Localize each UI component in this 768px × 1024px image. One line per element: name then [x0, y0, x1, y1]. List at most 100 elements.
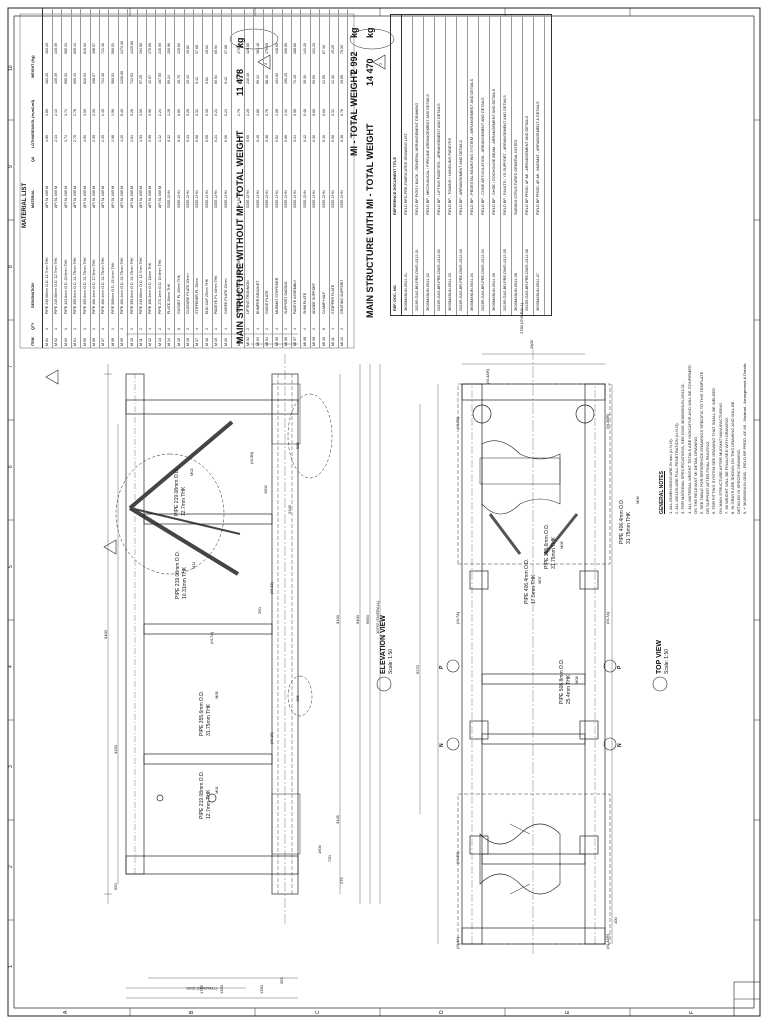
material-list-material: S355 J2+N [167, 190, 172, 208]
material-list-item: M 02 [54, 338, 59, 346]
col-designation: DESIGNATION [31, 283, 35, 308]
item-tag: (M-3BR) [605, 413, 610, 429]
col-material: MATERIAL [31, 189, 35, 208]
material-list-qty: 2 [204, 328, 209, 330]
top-view-title: TOP VIEW [656, 640, 663, 674]
item-tag: (M-7A) [209, 631, 214, 644]
reference-doc-number: 3K00MXNUN-0541-06 [514, 273, 518, 311]
dimension: 10792 (OVERALL) [375, 600, 380, 634]
material-list-wt-unit: 107.50 [157, 73, 162, 84]
item-tag: (M-4A) [455, 936, 460, 949]
material-list-len-unit: 2.13 [54, 135, 59, 142]
item-tag: (M-13) [269, 582, 274, 594]
material-list-len-unit: 0.10 [176, 135, 181, 142]
material-list-wt-unit: 15.70 [176, 75, 181, 84]
material-list-material: S355 J2+N [204, 190, 209, 208]
revision-number: 2 [378, 62, 383, 65]
pipe-label: 12.7mm THK [206, 789, 212, 819]
material-list-qty: 2 [265, 328, 270, 330]
general-note: DETAILED IN SPECIFIC DRAWING. [736, 448, 742, 514]
material-list-qty: 1 [63, 328, 68, 330]
material-list-qty: 1 [73, 328, 78, 330]
ref-title-header: REFERENCE DOCUMENT TITLE [393, 156, 397, 215]
item-tag: (M-3B) [455, 416, 460, 429]
material-list-wt-total: 200.96 [167, 43, 172, 54]
dimension: 2345 [287, 505, 292, 514]
material-list-len-unit: 1.12 [157, 135, 162, 142]
material-list-qty: 1 [92, 328, 96, 330]
col-weight: WEIGHT (Kg) [31, 55, 35, 78]
item-box: M05 [214, 691, 219, 699]
material-list-material: API 5L X65 M [82, 185, 87, 208]
material-list-qty: 1 [45, 328, 49, 330]
material-list-len-unit: 0.21 [214, 135, 219, 142]
reference-doc-number: 2023R-GAS-BR-PRE-DWG-4312-05 [503, 249, 507, 311]
material-list-item: MI 11 [331, 337, 335, 346]
material-list-item: M 11 [139, 338, 143, 346]
material-list-item: MI 06 [284, 337, 288, 346]
material-list-len-total: 2.45 [101, 109, 106, 116]
reference-doc-title: FIELD BP - FAULTS / YS SUPPORT - ARRANGE… [503, 95, 507, 215]
general-note: 7. MI WEIGHT WILL BE FINALISED WITH DRAW… [723, 416, 729, 514]
pipe-label: PIPE 219.08mm O.D. [175, 550, 181, 599]
material-list-material: S355 J2+N [274, 190, 279, 208]
material-list-wt-unit: 88.40 [265, 75, 270, 84]
dimension: 9400 [103, 630, 108, 639]
material-list-qty: 4 [167, 328, 172, 330]
material-list-qty: 1 [101, 328, 106, 330]
material-list-wt-total: 65.94 [214, 45, 219, 54]
material-list-item: MI 09 [312, 337, 317, 346]
dimension: 585 [295, 442, 300, 449]
material-list-len-unit: 0.30 [312, 135, 317, 142]
dimension: 9950 [365, 615, 370, 624]
material-list-len-total: 0.80 [176, 109, 181, 116]
material-list-item: M 12 [148, 338, 153, 346]
material-list-item: M 10 [129, 338, 134, 346]
material-list-len-unit: 0.52 [274, 135, 279, 142]
material-list-material: S355 J2+N [176, 190, 181, 208]
material-list-len-unit: 0.13 [186, 135, 190, 142]
material-list-len-total: 8.40 [120, 109, 125, 116]
material-list-material: API 5L X65 M [129, 185, 134, 208]
zone-label: 9 [8, 165, 14, 168]
material-list-len-total: 2.24 [157, 109, 162, 116]
material-list-wt-unit: 50.24 [167, 75, 172, 84]
reference-doc-title: FIELD BP PIGGY BACK - GENERAL ARRANGEMEN… [415, 102, 419, 215]
material-list-len-total: 2.78 [73, 109, 78, 116]
material-list-wt-unit: 39.65 [340, 75, 345, 84]
material-list-item: M 14 [167, 338, 172, 346]
pipe-label: 31.75mm THK [626, 511, 632, 544]
section-marker-label: N [439, 743, 445, 747]
col-qa: QA [31, 156, 35, 162]
reference-doc-number: 3K00MXNUN-0541-01 [404, 273, 408, 311]
material-list-wt-total: 79.30 [340, 45, 345, 54]
weight-unit: kg [235, 37, 245, 48]
material-list-len-unit: 0.24 [293, 135, 298, 142]
material-list-item: MI 02 [246, 337, 251, 346]
material-list-wt-total: 215.00 [157, 43, 162, 54]
material-list-designation: PADEYE ASSEMBLY [293, 279, 298, 314]
material-list-wt-unit: 183.20 [45, 73, 49, 84]
dimension: 1600 [317, 845, 322, 854]
pipe-label: 10.31mm THK [182, 566, 188, 599]
material-list-item: M 01 [45, 338, 49, 346]
material-list-qty: 6 [321, 328, 326, 330]
revision-clouds [229, 28, 395, 50]
material-list-len-unit: 1.80 [45, 135, 49, 142]
reference-doc-number: 3K00MXNUN-0541-04 [470, 273, 474, 311]
pipe-label: 25.4mm THK [566, 674, 572, 704]
pipe-label: PIPE 508.8mm O.D. [559, 658, 565, 704]
reference-doc-title: FIELD BP PROD. AF-MI - MUDMAT - ARRANGEM… [536, 101, 540, 215]
reference-doc-title: FIELD BP - ARRANGEMENT AND DETAILS [459, 140, 463, 215]
material-list-len-unit: 1.53 [139, 135, 143, 142]
material-list-material: S355 J2+N [302, 190, 307, 208]
